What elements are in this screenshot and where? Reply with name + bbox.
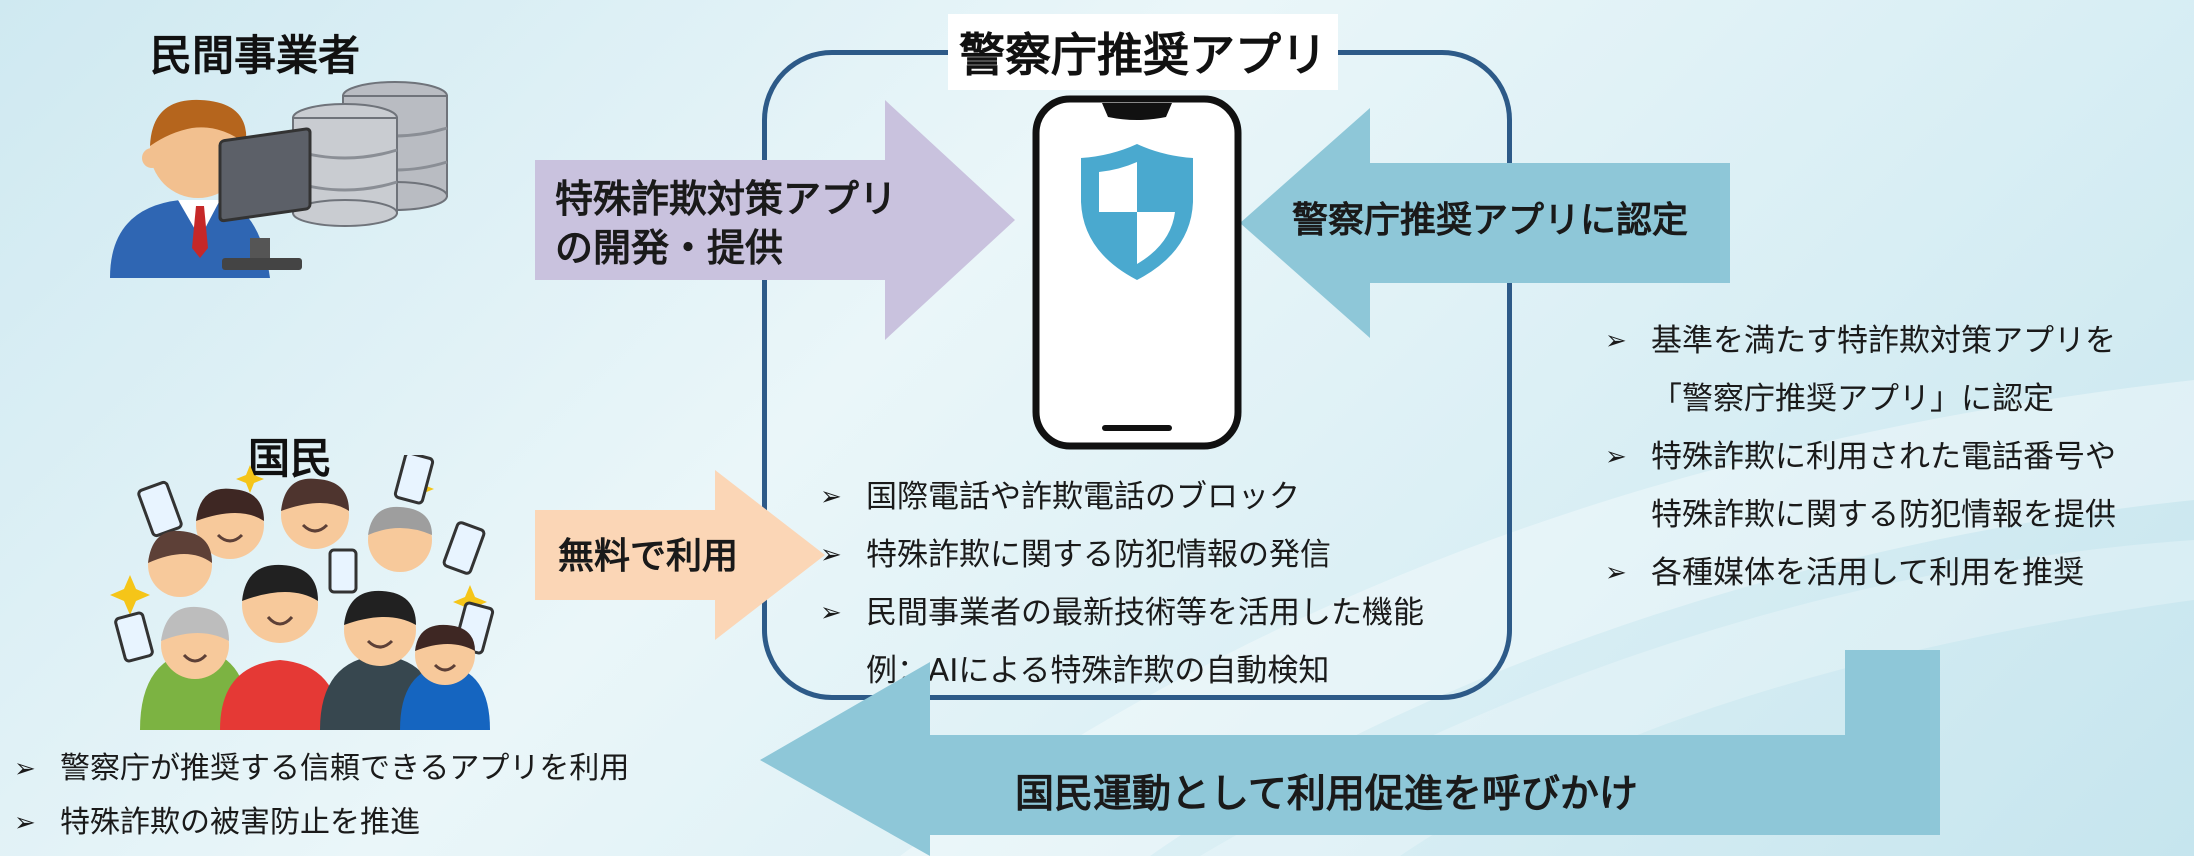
- list-item: ➢ 各種媒体を活用して利用を推奨: [1605, 544, 2116, 602]
- action-text: 基準を満たす特詐欺対策アプリを: [1651, 323, 2116, 359]
- bullet-icon: ➢: [14, 808, 36, 838]
- bullet-icon: ➢: [1605, 442, 1627, 472]
- shield-icon: [1081, 144, 1193, 280]
- list-item: ➢ 基準を満たす特詐欺対策アプリを: [1605, 312, 2116, 370]
- list-item: ➢ 特殊詐欺の被害防止を推進: [14, 796, 629, 850]
- action-text: 特殊詐欺に利用された電話番号や: [1651, 439, 2116, 475]
- list-item: ➢ 特殊詐欺に関する防犯情報の発信: [820, 526, 1424, 584]
- bullet-icon: ➢: [1605, 326, 1627, 356]
- citizen-points-list: ➢ 警察庁が推奨する信頼できるアプリを利用 ➢ 特殊詐欺の被害防止を推進: [14, 742, 629, 850]
- recommended-app-title: 警察庁推奨アプリ: [948, 14, 1338, 90]
- bullet-icon: ➢: [820, 482, 842, 512]
- develop-provide-line1: 特殊詐欺対策アプリ: [555, 177, 898, 221]
- develop-provide-line2: の開発・提供: [555, 226, 784, 271]
- certify-label: 警察庁推奨アプリに認定: [1292, 200, 1689, 241]
- feature-example: 例：AIによる特殊詐欺の自動検知: [866, 653, 1330, 689]
- list-item: ➢ 国際電話や詐欺電話のブロック: [820, 468, 1424, 526]
- person-at-computer-icon: [110, 99, 312, 278]
- police-actions-list: ➢ 基準を満たす特詐欺対策アプリを 「警察庁推奨アプリ」に認定 ➢ 特殊詐欺に利…: [1605, 312, 2116, 602]
- develop-provide-label: 特殊詐欺対策アプリ の開発・提供: [555, 175, 897, 274]
- bullet-icon: ➢: [820, 540, 842, 570]
- citizen-point-text: 特殊詐欺の被害防止を推進: [60, 805, 420, 840]
- feature-text: 特殊詐欺に関する防犯情報の発信: [866, 537, 1331, 573]
- promote-label: 国民運動として利用促進を呼びかけ: [1015, 772, 1638, 817]
- free-use-label: 無料で利用: [558, 536, 739, 577]
- feature-text: 民間事業者の最新技術等を活用した機能: [866, 595, 1424, 631]
- action-text-cont: 特殊詐欺に関する防犯情報を提供: [1651, 497, 2116, 533]
- free-use-arrow: [535, 470, 825, 640]
- develop-provide-arrow: [535, 100, 1015, 340]
- private-business-title: 民間事業者: [150, 31, 361, 80]
- citizen-point-text: 警察庁が推奨する信頼できるアプリを利用: [60, 751, 630, 786]
- bullet-icon: ➢: [14, 754, 36, 784]
- list-item: ➢ 警察庁が推奨する信頼できるアプリを利用: [14, 742, 629, 796]
- crowd-with-phones-icon: [110, 455, 495, 730]
- feature-text: 国際電話や詐欺電話のブロック: [866, 479, 1300, 515]
- list-item: ➢ 民間事業者の最新技術等を活用した機能: [820, 584, 1424, 642]
- bullet-icon: ➢: [820, 598, 842, 628]
- promote-arrow: [760, 650, 1940, 856]
- citizens-title: 国民: [248, 434, 333, 483]
- action-text-cont: 「警察庁推奨アプリ」に認定: [1651, 381, 2054, 417]
- bullet-icon: ➢: [1605, 558, 1627, 588]
- certify-arrow: [1240, 108, 1730, 338]
- action-text: 各種媒体を活用して利用を推奨: [1651, 555, 2085, 591]
- app-features-list: ➢ 国際電話や詐欺電話のブロック ➢ 特殊詐欺に関する防犯情報の発信 ➢ 民間事…: [820, 468, 1424, 700]
- list-item: ➢ 特殊詐欺に利用された電話番号や: [1605, 428, 2116, 486]
